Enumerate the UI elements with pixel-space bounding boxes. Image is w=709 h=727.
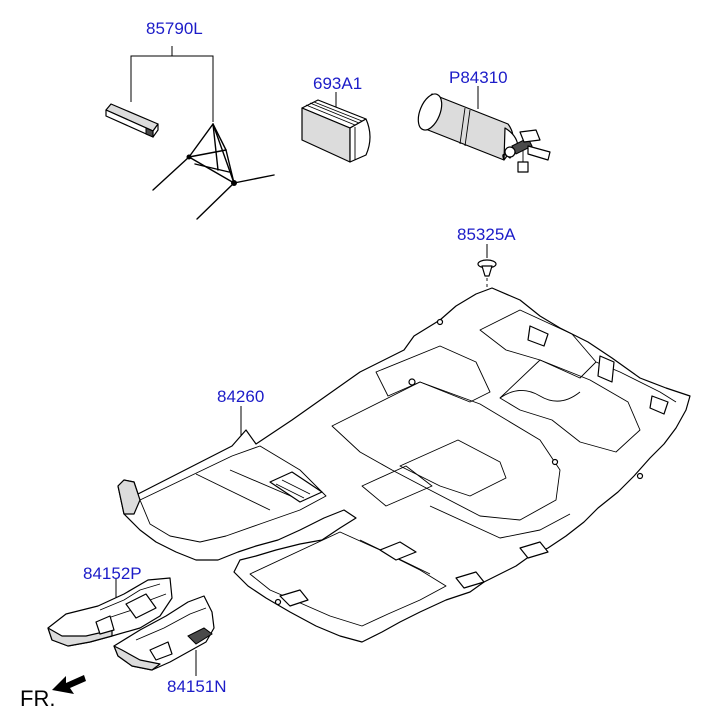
jack-handle-part[interactable] xyxy=(105,103,159,138)
rear-floor-mat-part[interactable] xyxy=(47,577,173,647)
clip-part[interactable] xyxy=(477,244,497,420)
label-floor-carpet[interactable]: 84260 xyxy=(217,387,265,406)
label-rear-floor-mat[interactable]: 84152P xyxy=(83,564,142,583)
front-direction-label: FR. xyxy=(20,686,56,711)
first-aid-kit-part[interactable] xyxy=(301,92,371,163)
label-first-aid-kit[interactable]: 693A1 xyxy=(313,74,363,93)
warning-triangle-part[interactable] xyxy=(152,123,275,220)
front-direction-arrow-icon xyxy=(52,675,86,694)
label-fire-extinguisher[interactable]: P84310 xyxy=(449,68,508,87)
front-floor-mat-part[interactable] xyxy=(113,595,215,676)
label-tool-kit[interactable]: 85790L xyxy=(146,19,203,38)
label-clip[interactable]: 85325A xyxy=(457,225,516,244)
label-front-floor-mat[interactable]: 84151N xyxy=(167,677,227,696)
tool-kit-leader xyxy=(130,46,214,122)
floor-carpet-part[interactable] xyxy=(117,287,691,643)
fire-extinguisher-part[interactable] xyxy=(414,86,551,173)
